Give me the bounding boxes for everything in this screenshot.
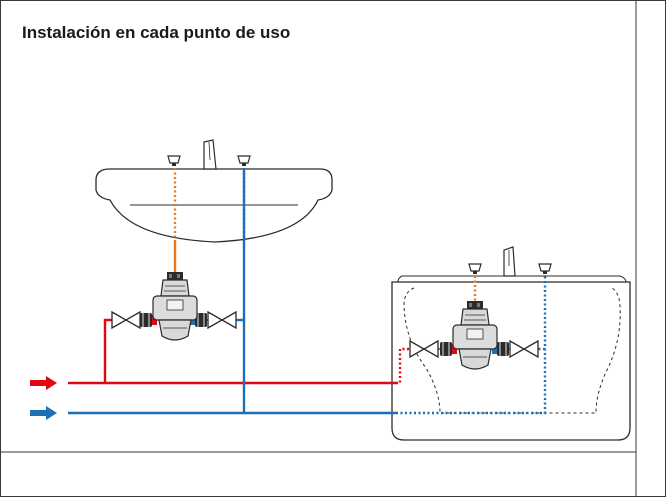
thermostatic-mixer-icon xyxy=(152,271,198,341)
tub-mixer-assembly xyxy=(409,300,539,370)
bathtub xyxy=(391,246,631,441)
nut-icon xyxy=(440,342,452,356)
valve-icon xyxy=(111,311,141,329)
sink-mixer-assembly xyxy=(111,271,237,341)
tub-tap-cold xyxy=(538,263,552,275)
tub-hot-pipe xyxy=(396,347,410,385)
nut-icon xyxy=(497,342,509,356)
tub-cold-pipe xyxy=(396,276,547,415)
hot-inlet-arrow-icon xyxy=(30,376,57,390)
page-title: Instalación en cada punto de uso xyxy=(22,23,291,42)
sink-tap-cold xyxy=(237,155,251,167)
valve-icon xyxy=(207,311,237,329)
cold-inlet-arrow-icon xyxy=(30,406,57,420)
sink-tap-hot xyxy=(167,155,181,167)
nut-icon xyxy=(140,313,152,327)
sink xyxy=(95,139,333,243)
hot-water-pipe xyxy=(68,318,396,385)
tub-tap-hot xyxy=(468,263,482,275)
